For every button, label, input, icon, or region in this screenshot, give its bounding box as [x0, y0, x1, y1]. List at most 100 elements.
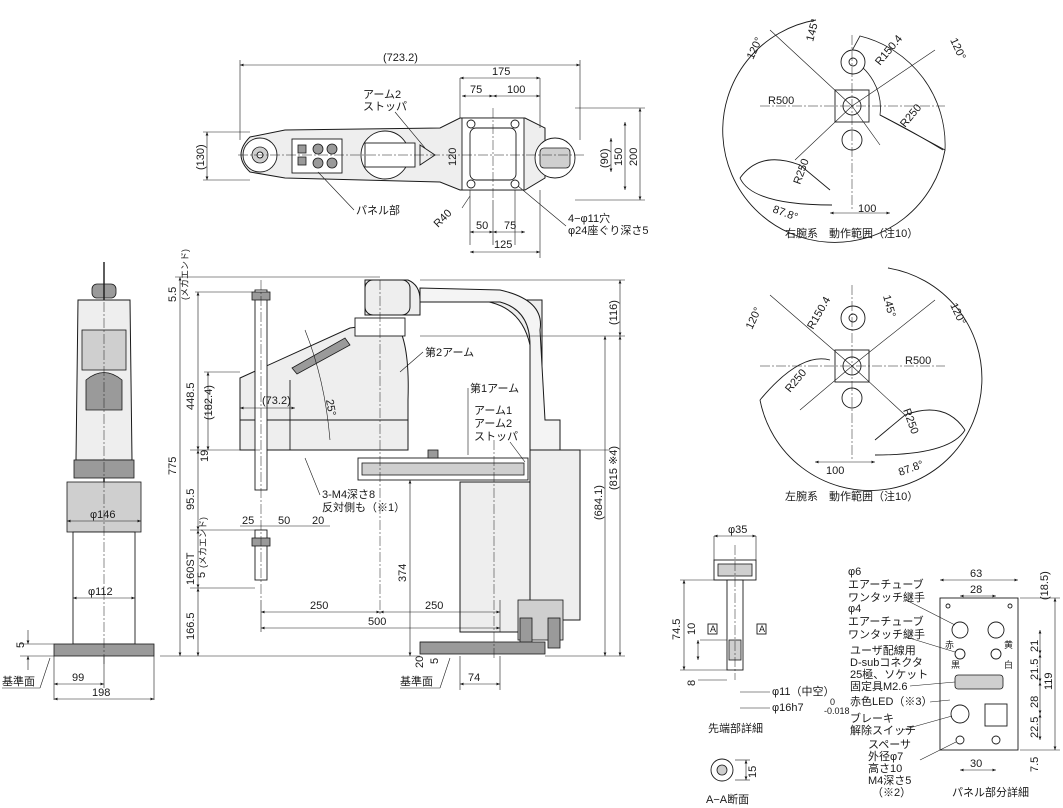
panel-detail: 63 28 30 119 (18.5) 21 21.5 28 22.5 7.5 … — [848, 566, 1060, 799]
front-d50: 50 — [278, 515, 290, 527]
panel-red: 赤 — [945, 640, 954, 650]
left-a120-left: 120° — [744, 306, 764, 332]
dim-175: 175 — [492, 66, 510, 78]
front-d20: 20 — [312, 515, 324, 527]
panel-d215: 21.5 — [1029, 659, 1041, 680]
side-d99: 99 — [72, 672, 84, 684]
panel-d185: (18.5) — [1039, 571, 1051, 600]
front-d116: (116) — [608, 300, 620, 325]
dim-50: 50 — [476, 220, 488, 232]
front-view: 775 448.5 95.5 160ST 166.5 5.5 (メカエンド) 5… — [160, 249, 625, 690]
right-a120-left: 120° — [745, 36, 765, 62]
tip-d10: 10 — [686, 623, 698, 635]
panel-tube4-line1: φ4 — [848, 603, 861, 615]
tip-tol-bottom: -0.018 — [824, 706, 850, 716]
left-arm-range: 120° R150.4 145° 120° R500 R250 R250 87.… — [744, 267, 983, 503]
panel-dsub-line2: D-subコネクタ — [850, 656, 923, 669]
top-view: (723.2) 175 75 100 (130) 120 (90) 150 20… — [195, 52, 649, 258]
stopper-label-line1: アーム2 — [363, 88, 401, 101]
front-v160st: 160ST — [185, 552, 197, 585]
panel-tube4-line2: エアーチューブ — [848, 614, 924, 628]
front-d6841: (684.1) — [593, 485, 605, 520]
tip-d8: 8 — [686, 680, 698, 686]
panel-d225: 22.5 — [1029, 717, 1041, 738]
tip-hollow: φ11（中空） — [772, 684, 835, 698]
front-stopper-line2: アーム2 — [474, 417, 512, 430]
right-r150: R150.4 — [873, 33, 905, 68]
panel-spacer-line3: 高さ10 — [868, 761, 902, 775]
tip-sec-a-left: A — [710, 624, 716, 634]
tip-d745: 74.5 — [671, 619, 683, 640]
panel-spacer-line4: M4深さ5 — [868, 774, 911, 787]
dim-150: 150 — [613, 148, 625, 166]
dim-130: (130) — [195, 144, 207, 170]
right-arm-range: 120° 145° R150.4 120° R500 R250 R250 87.… — [722, 18, 968, 243]
right-r250b: R250 — [792, 157, 812, 186]
panel-dsub-line4: 固定具M2.6 — [850, 679, 907, 693]
front-d815: (815 ※4) — [608, 446, 620, 490]
left-a120-right: 120° — [947, 301, 967, 327]
panel-d30: 30 — [970, 758, 982, 770]
front-d20b: 20 — [414, 656, 426, 668]
right-a145: 145° — [804, 18, 821, 43]
front-mech-end-bottom: (メカエンド) — [198, 517, 208, 568]
panel-caption: パネル部分詳細 — [952, 785, 1029, 799]
front-mech-end-top: (メカエンド) — [180, 249, 190, 300]
tip-phi35: φ35 — [728, 524, 747, 536]
front-arm2-label: 第2アーム — [425, 345, 474, 359]
left-caption: 左腕系 動作範囲（注10） — [785, 489, 918, 503]
dim-200: 200 — [628, 148, 640, 166]
panel-white: 白 — [1004, 659, 1013, 670]
panel-spacer-line5: （※2） — [872, 786, 911, 799]
right-a120-right: 120° — [947, 36, 967, 62]
dim-75-bottom: 75 — [504, 220, 516, 232]
panel-tube4-line3: ワンタッチ継手 — [848, 627, 925, 641]
panel-d75: 7.5 — [1029, 757, 1041, 772]
panel-black: 黒 — [951, 660, 960, 670]
front-d74: 74 — [468, 672, 480, 684]
tip-sec-caption: A−A断面 — [706, 792, 749, 806]
dim-120: 120 — [447, 148, 459, 166]
front-v1824: (182.4) — [203, 385, 215, 420]
panel-d63: 63 — [970, 568, 982, 580]
front-v55: 5.5 — [167, 287, 179, 302]
panel-tube6-line2: エアーチューブ — [848, 577, 924, 591]
front-v4485: 448.5 — [185, 382, 197, 410]
dim-100-top: 100 — [507, 84, 525, 96]
front-stopper-line1: アーム1 — [474, 404, 512, 417]
front-v955: 95.5 — [185, 489, 197, 510]
right-r500: R500 — [768, 95, 794, 107]
left-a87: 87.8° — [897, 459, 925, 479]
dim-125: 125 — [494, 239, 512, 251]
front-v775: 775 — [167, 457, 179, 475]
hole-label-line2: φ24座ぐり深さ5 — [568, 223, 649, 237]
side-d5: 5 — [15, 642, 27, 648]
left-d100: 100 — [826, 465, 844, 477]
panel-d28: 28 — [970, 584, 982, 596]
panel-dsub-line1: ユーザ配線用 — [850, 643, 916, 657]
panel-yellow: 黄 — [1004, 639, 1013, 650]
panel-spacer-line2: 外径φ7 — [868, 750, 903, 763]
panel-label: パネル部 — [356, 203, 400, 217]
front-v1665: 166.5 — [185, 612, 197, 640]
front-v5: 5 — [196, 572, 208, 578]
tip-caption: 先端部詳細 — [708, 721, 763, 735]
side-view: φ146 φ112 5 99 198 基準面 — [2, 262, 155, 701]
front-d500: 500 — [368, 616, 386, 628]
front-d250a: 250 — [310, 600, 328, 612]
front-d374: 374 — [397, 564, 409, 582]
left-r150: R150.4 — [805, 295, 833, 332]
side-phi146: φ146 — [90, 509, 116, 521]
tip-detail: φ35 74.5 10 8 A A φ11（中空） φ16h7 0 -0.018… — [671, 524, 850, 806]
left-r500: R500 — [905, 355, 931, 367]
front-stopper-line3: ストッパ — [474, 430, 518, 443]
dim-overall-length: (723.2) — [383, 52, 418, 64]
front-v19: 19 — [199, 450, 211, 462]
right-caption: 右腕系 動作範囲（注10） — [785, 226, 918, 240]
front-d25: 25 — [242, 515, 254, 527]
panel-d21: 21 — [1029, 640, 1041, 652]
tip-sec-a-right: A — [759, 624, 765, 634]
front-arm1-label: 第1アーム — [470, 381, 519, 395]
tip-phi16: φ16h7 — [772, 702, 804, 714]
front-v732: (73.2) — [262, 395, 291, 407]
